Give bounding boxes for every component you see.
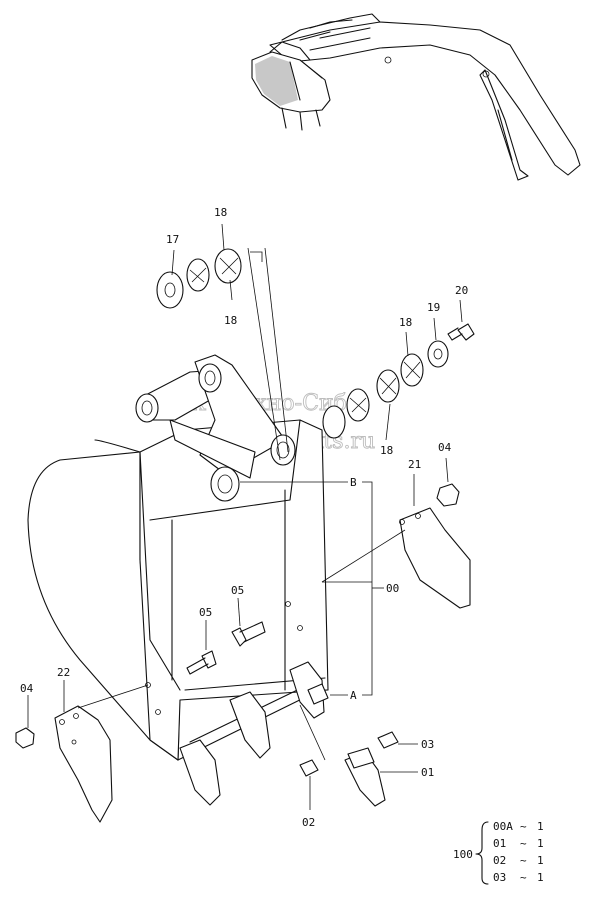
- callout-18-right-bottom: 18: [380, 444, 393, 457]
- callout-05-lower: 05: [199, 606, 212, 619]
- callout-04-left: 04: [20, 682, 34, 695]
- pin-washer-group-left: [156, 248, 242, 309]
- assembly-row: 02 ~ 1: [493, 854, 544, 867]
- assembly-row-part: 00A: [493, 820, 513, 833]
- assembly-row-part: 03: [493, 871, 506, 884]
- leader-lines: [27, 223, 463, 810]
- assembly-row-sep: ~: [520, 837, 527, 850]
- assembly-row: 01 ~ 1: [493, 837, 544, 850]
- callout-labels: 17 18 18 18 18 19 20 04 21 B 00 A 05 05 …: [20, 206, 468, 829]
- assembly-row-sep: ~: [520, 820, 527, 833]
- callout-22: 22: [57, 666, 70, 679]
- assembly-number: 100: [453, 848, 473, 861]
- assembly-row-qty: 1: [537, 837, 544, 850]
- callout-01: 01: [421, 766, 434, 779]
- assembly-row-part: 02: [493, 854, 506, 867]
- assembly-row: 03 ~ 1: [493, 871, 544, 884]
- callout-A: A: [350, 689, 357, 702]
- pin-washer-group-right: [322, 323, 475, 439]
- side-cutter-21: [399, 483, 471, 609]
- callout-B: B: [350, 476, 357, 489]
- assembly-row-sep: ~: [520, 871, 527, 884]
- callout-18-left-bottom: 18: [224, 314, 237, 327]
- assembly-row-part: 01: [493, 837, 506, 850]
- assembly-row: 00A ~ 1: [493, 820, 544, 833]
- assembly-table: 100 00A ~ 1 01 ~ 1 02 ~ 1 03 ~ 1: [453, 820, 544, 885]
- callout-17: 17: [166, 233, 179, 246]
- tooth-parts: [299, 683, 399, 777]
- side-cutter-22: [15, 705, 113, 823]
- excavator-arm-inset: [251, 13, 581, 181]
- assembly-row-qty: 1: [537, 854, 544, 867]
- callout-18-right-top: 18: [399, 316, 412, 329]
- assembly-row-qty: 1: [537, 820, 544, 833]
- bucket-body: [27, 247, 329, 761]
- callout-00: 00: [386, 582, 399, 595]
- assembly-row-qty: 1: [537, 871, 544, 884]
- callout-19: 19: [427, 301, 440, 314]
- callout-04-right: 04: [438, 441, 452, 454]
- bucket-teeth: [179, 661, 386, 807]
- callout-18-top: 18: [214, 206, 227, 219]
- callout-02: 02: [302, 816, 315, 829]
- callout-03: 03: [421, 738, 434, 751]
- callout-21: 21: [408, 458, 421, 471]
- assembly-row-sep: ~: [520, 854, 527, 867]
- bolts-05: [186, 621, 266, 675]
- callout-20: 20: [455, 284, 468, 297]
- callout-05-upper: 05: [231, 584, 244, 597]
